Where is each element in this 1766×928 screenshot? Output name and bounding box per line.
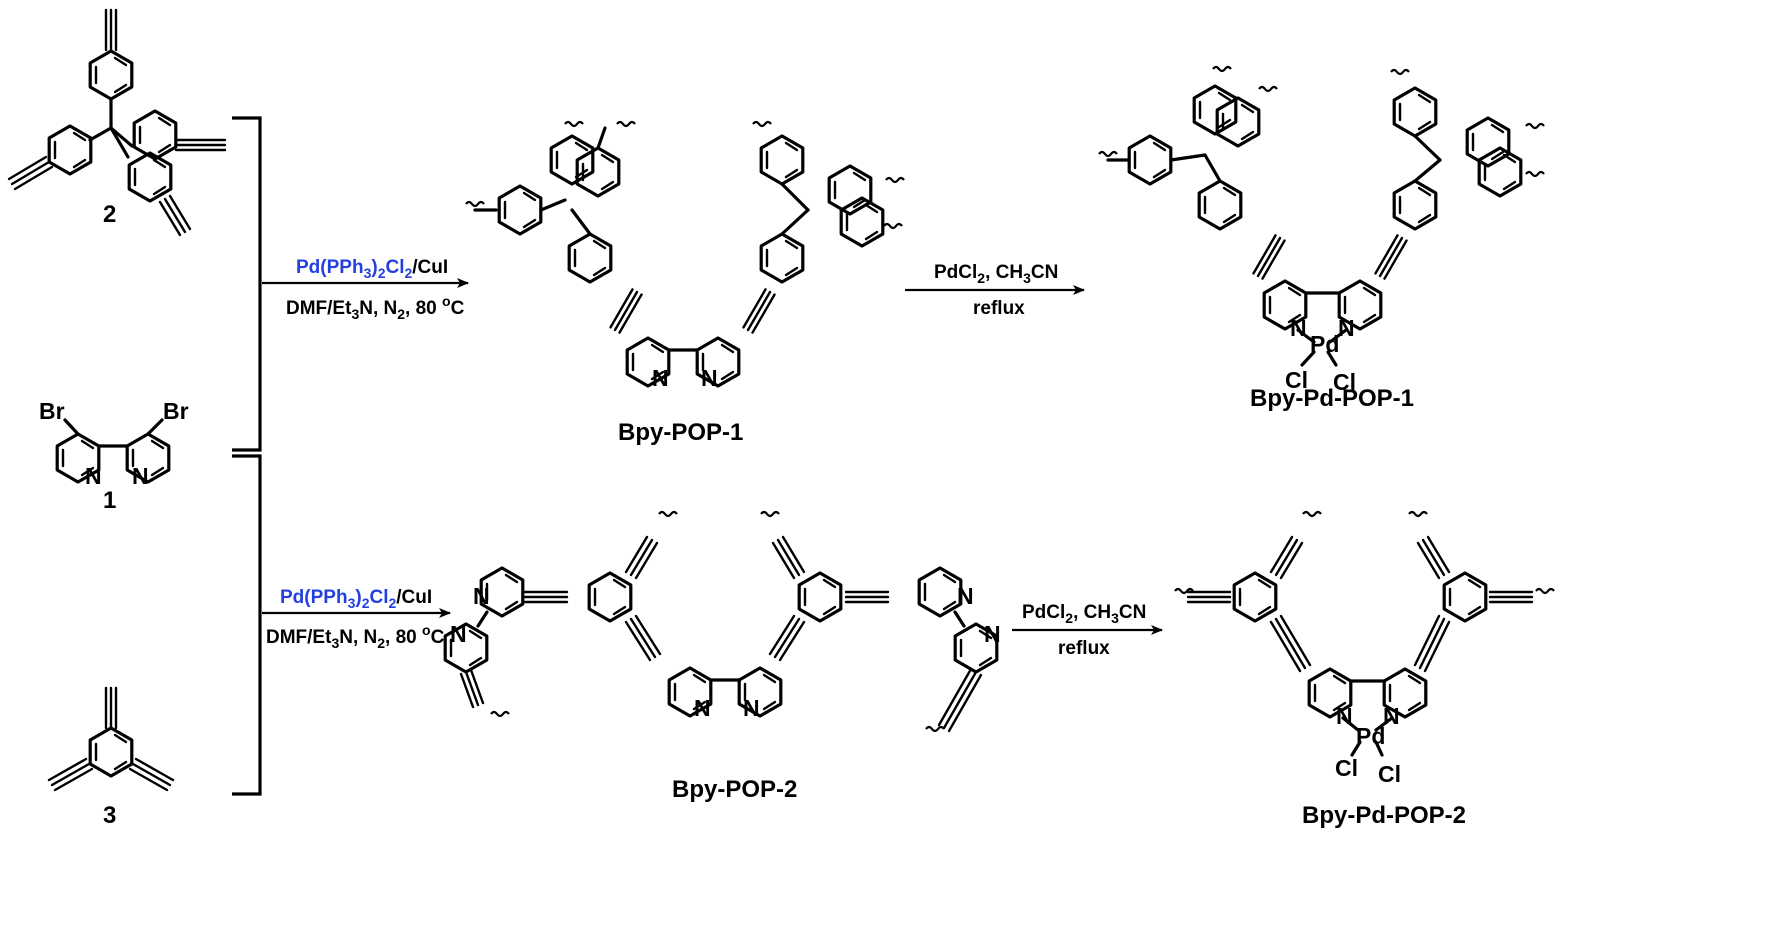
bpy-pd-pop-1-label: Bpy-Pd-POP-1	[1250, 385, 1414, 412]
compound-2-structure	[7, 8, 227, 237]
bpy-pd-pop-1-nitrogen-a: N	[1290, 315, 1307, 341]
bpy-pop-1-nitrogen-a: N	[652, 365, 669, 391]
compound-3-structure	[47, 686, 175, 792]
bpy-pd-pop-2-structure	[1173, 510, 1556, 757]
bpy-pop-1-label: Bpy-POP-1	[618, 419, 743, 446]
bpy-pd-pop-1-structure	[1097, 65, 1546, 367]
bpy-pd-pop-1-palladium: Pd	[1310, 331, 1339, 357]
bpy-pop-2-nitrogen-4: N	[743, 695, 760, 721]
compound-1-label: 1	[103, 487, 116, 514]
bromine-atom-left: Br	[39, 398, 65, 424]
bpy-pop-2-nitrogen-1: N	[473, 583, 490, 609]
bpy-pd-pop-1-chlorine-a: Cl	[1285, 367, 1308, 393]
reaction-1-conditions: DMF/Et3N, N2, 80 oC	[286, 293, 465, 322]
reaction-2-reagent: PdCl2, CH3CN	[934, 262, 1058, 286]
reaction-3-conditions: DMF/Et3N, N2, 80 oC	[266, 622, 445, 651]
bpy-pd-pop-2-nitrogen-a: N	[1336, 703, 1353, 729]
bpy-pd-pop-2-nitrogen-b: N	[1383, 703, 1400, 729]
bpy-pd-pop-1-chlorine-b: Cl	[1333, 369, 1356, 395]
bpy-pop-2-nitrogen-3: N	[694, 695, 711, 721]
bromine-atom-right: Br	[163, 398, 189, 424]
bracket-lower	[232, 454, 262, 796]
nitrogen-atom-1a: N	[85, 463, 102, 489]
bpy-pop-1-nitrogen-b: N	[701, 365, 718, 391]
bpy-pop-2-nitrogen-2: N	[450, 621, 467, 647]
bpy-pop-1-structure	[464, 120, 906, 388]
compound-2-label: 2	[103, 201, 116, 228]
bpy-pop-2-label: Bpy-POP-2	[672, 776, 797, 803]
bpy-pd-pop-2-palladium: Pd	[1356, 723, 1385, 749]
compound-1-structure	[55, 418, 171, 484]
bpy-pop-2-structure	[443, 510, 999, 733]
reaction-4-conditions: reflux	[1058, 638, 1110, 659]
nitrogen-atom-1b: N	[132, 463, 149, 489]
compound-3-label: 3	[103, 802, 116, 829]
reaction-1-catalyst: Pd(PPh3)2Cl2/CuI	[296, 257, 448, 281]
reaction-3-catalyst: Pd(PPh3)2Cl2/CuI	[280, 587, 432, 611]
bpy-pd-pop-1-nitrogen-b: N	[1338, 315, 1355, 341]
bpy-pop-2-nitrogen-5: N	[957, 583, 974, 609]
bpy-pop-2-nitrogen-6: N	[984, 621, 1001, 647]
bracket-upper	[232, 116, 262, 452]
reaction-4-reagent: PdCl2, CH3CN	[1022, 602, 1146, 626]
bpy-pd-pop-2-chlorine-a: Cl	[1335, 755, 1358, 781]
bpy-pd-pop-2-label: Bpy-Pd-POP-2	[1302, 802, 1466, 829]
bpy-pd-pop-2-chlorine-b: Cl	[1378, 761, 1401, 787]
reaction-2-conditions: reflux	[973, 298, 1025, 319]
